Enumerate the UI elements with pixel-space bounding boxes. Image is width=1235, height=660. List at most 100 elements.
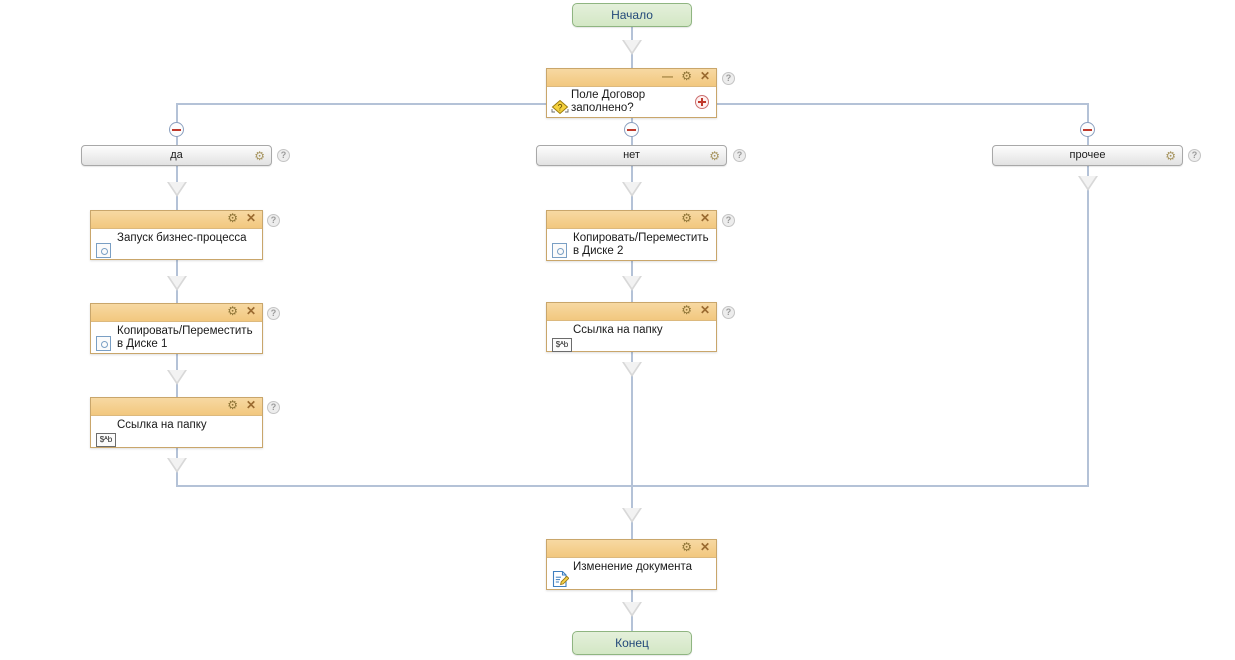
close-icon[interactable]: ✕ (245, 304, 256, 318)
gear-icon[interactable]: ⚙ (254, 149, 265, 163)
arrow-right-1 (1078, 176, 1098, 191)
gear-icon[interactable]: ⚙ (681, 211, 692, 225)
variable-icon: $ᴬb (552, 338, 572, 352)
gear-icon[interactable]: ⚙ (681, 69, 692, 83)
connector-right-bar-to-merge (1087, 166, 1089, 486)
branch-label-other: прочее (1069, 149, 1106, 161)
node-copy-move-disk-1[interactable]: ⚙ ✕ Копировать/Переместить в Диске 1 (90, 303, 263, 354)
close-icon[interactable]: ✕ (699, 211, 710, 225)
node-body: Изменение документа (547, 558, 716, 597)
node-body: $ᴬb Ссылка на папку (91, 416, 262, 455)
node-start-business-process[interactable]: ⚙ ✕ Запуск бизнес-процесса (90, 210, 263, 260)
node-help-icon[interactable]: ? (722, 306, 735, 319)
node-help-label: ? (270, 402, 277, 412)
node-title: Ссылка на папку (117, 419, 207, 431)
condition-node[interactable]: — ⚙ ✕ ? Поле Договор заполнено? (546, 68, 717, 118)
close-icon[interactable]: ✕ (699, 540, 710, 554)
node-title: Запуск бизнес-процесса (117, 232, 247, 244)
branch-label-yes: да (170, 149, 183, 161)
node-document-change[interactable]: ⚙ ✕ Изменение документа (546, 539, 717, 590)
business-process-icon (552, 243, 567, 258)
close-icon[interactable]: ✕ (245, 211, 256, 225)
add-branch-button[interactable] (695, 95, 709, 109)
arrow-merge-to-document (622, 508, 642, 523)
arrow-left-4 (167, 458, 187, 473)
start-terminal[interactable]: Начало (572, 3, 692, 27)
node-body: $ᴬb Ссылка на папку (547, 321, 716, 360)
node-folder-link-center[interactable]: ⚙ ✕ $ᴬb Ссылка на папку (546, 302, 717, 352)
node-help-label: ? (270, 215, 277, 225)
arrow-left-2 (167, 276, 187, 291)
end-terminal-label: Конец (615, 636, 649, 650)
close-icon[interactable]: ✕ (245, 398, 256, 412)
end-terminal[interactable]: Конец (572, 631, 692, 655)
arrow-left-1 (167, 182, 187, 197)
close-icon[interactable]: ✕ (699, 303, 710, 317)
start-terminal-label: Начало (611, 8, 653, 22)
business-process-icon (96, 243, 111, 258)
branch-help-label-no: ? (736, 150, 743, 160)
gear-icon[interactable]: ⚙ (227, 304, 238, 318)
node-title: Копировать/Переместить в Диске 2 (573, 232, 709, 257)
svg-text:?: ? (557, 103, 562, 113)
minus-icon (627, 129, 636, 131)
node-body: Запуск бизнес-процесса (91, 229, 262, 268)
node-header: ⚙ ✕ (91, 211, 262, 229)
business-process-icon (96, 336, 111, 351)
minimize-icon[interactable]: — (662, 71, 673, 83)
connector-branch-right-drop (1087, 103, 1089, 131)
collapse-toggle-branch-no[interactable] (624, 122, 639, 137)
connector-center-node2-to-merge (631, 352, 633, 486)
node-header: ⚙ ✕ (547, 211, 716, 229)
arrow-document-to-end (622, 602, 642, 617)
node-folder-link-left[interactable]: ⚙ ✕ $ᴬb Ссылка на папку (90, 397, 263, 448)
node-help-icon[interactable]: ? (267, 214, 280, 227)
gear-icon[interactable]: ⚙ (709, 149, 720, 163)
collapse-toggle-branch-yes[interactable] (169, 122, 184, 137)
condition-node-body: ? Поле Договор заполнено? (547, 87, 716, 125)
condition-node-title-line1: Поле Договор (571, 89, 646, 101)
minus-icon (1083, 129, 1092, 131)
node-help-label: ? (725, 307, 732, 317)
node-title: Ссылка на папку (573, 324, 663, 336)
branch-help-label-other: ? (1191, 150, 1198, 160)
condition-diamond-icon: ? (551, 99, 569, 115)
connector-right-circle-to-bar (1087, 136, 1089, 146)
condition-help-label: ? (725, 73, 732, 83)
branch-help-icon-yes[interactable]: ? (277, 149, 290, 162)
close-icon[interactable]: ✕ (699, 69, 710, 83)
node-help-label: ? (725, 215, 732, 225)
arrow-center-1 (622, 182, 642, 197)
node-help-label: ? (270, 308, 277, 318)
node-copy-move-disk-2[interactable]: ⚙ ✕ Копировать/Переместить в Диске 2 (546, 210, 717, 261)
document-edit-icon (552, 570, 570, 588)
node-header: ⚙ ✕ (547, 303, 716, 321)
node-header: ⚙ ✕ (91, 304, 262, 322)
node-header: ⚙ ✕ (547, 540, 716, 558)
gear-icon[interactable]: ⚙ (681, 540, 692, 554)
node-help-icon[interactable]: ? (722, 214, 735, 227)
arrow-start-to-condition (622, 40, 642, 55)
node-help-icon[interactable]: ? (267, 401, 280, 414)
branch-help-icon-other[interactable]: ? (1188, 149, 1201, 162)
collapse-toggle-branch-other[interactable] (1080, 122, 1095, 137)
gear-icon[interactable]: ⚙ (227, 398, 238, 412)
gear-icon[interactable]: ⚙ (227, 211, 238, 225)
node-header: ⚙ ✕ (91, 398, 262, 416)
branch-bar-other[interactable]: прочее ⚙ (992, 145, 1183, 166)
condition-node-title-line2: заполнено? (571, 102, 634, 114)
branch-bar-no[interactable]: нет ⚙ (536, 145, 727, 166)
gear-icon[interactable]: ⚙ (1165, 149, 1176, 163)
condition-node-help-icon[interactable]: ? (722, 72, 735, 85)
variable-icon: $ᴬb (96, 433, 116, 447)
condition-node-header: — ⚙ ✕ (547, 69, 716, 87)
branch-help-icon-no[interactable]: ? (733, 149, 746, 162)
node-title: Копировать/Переместить в Диске 1 (117, 325, 253, 350)
branch-bar-yes[interactable]: да ⚙ (81, 145, 272, 166)
node-help-icon[interactable]: ? (267, 307, 280, 320)
gear-icon[interactable]: ⚙ (681, 303, 692, 317)
arrow-left-3 (167, 370, 187, 385)
branch-label-no: нет (623, 149, 640, 161)
arrow-center-2 (622, 276, 642, 291)
